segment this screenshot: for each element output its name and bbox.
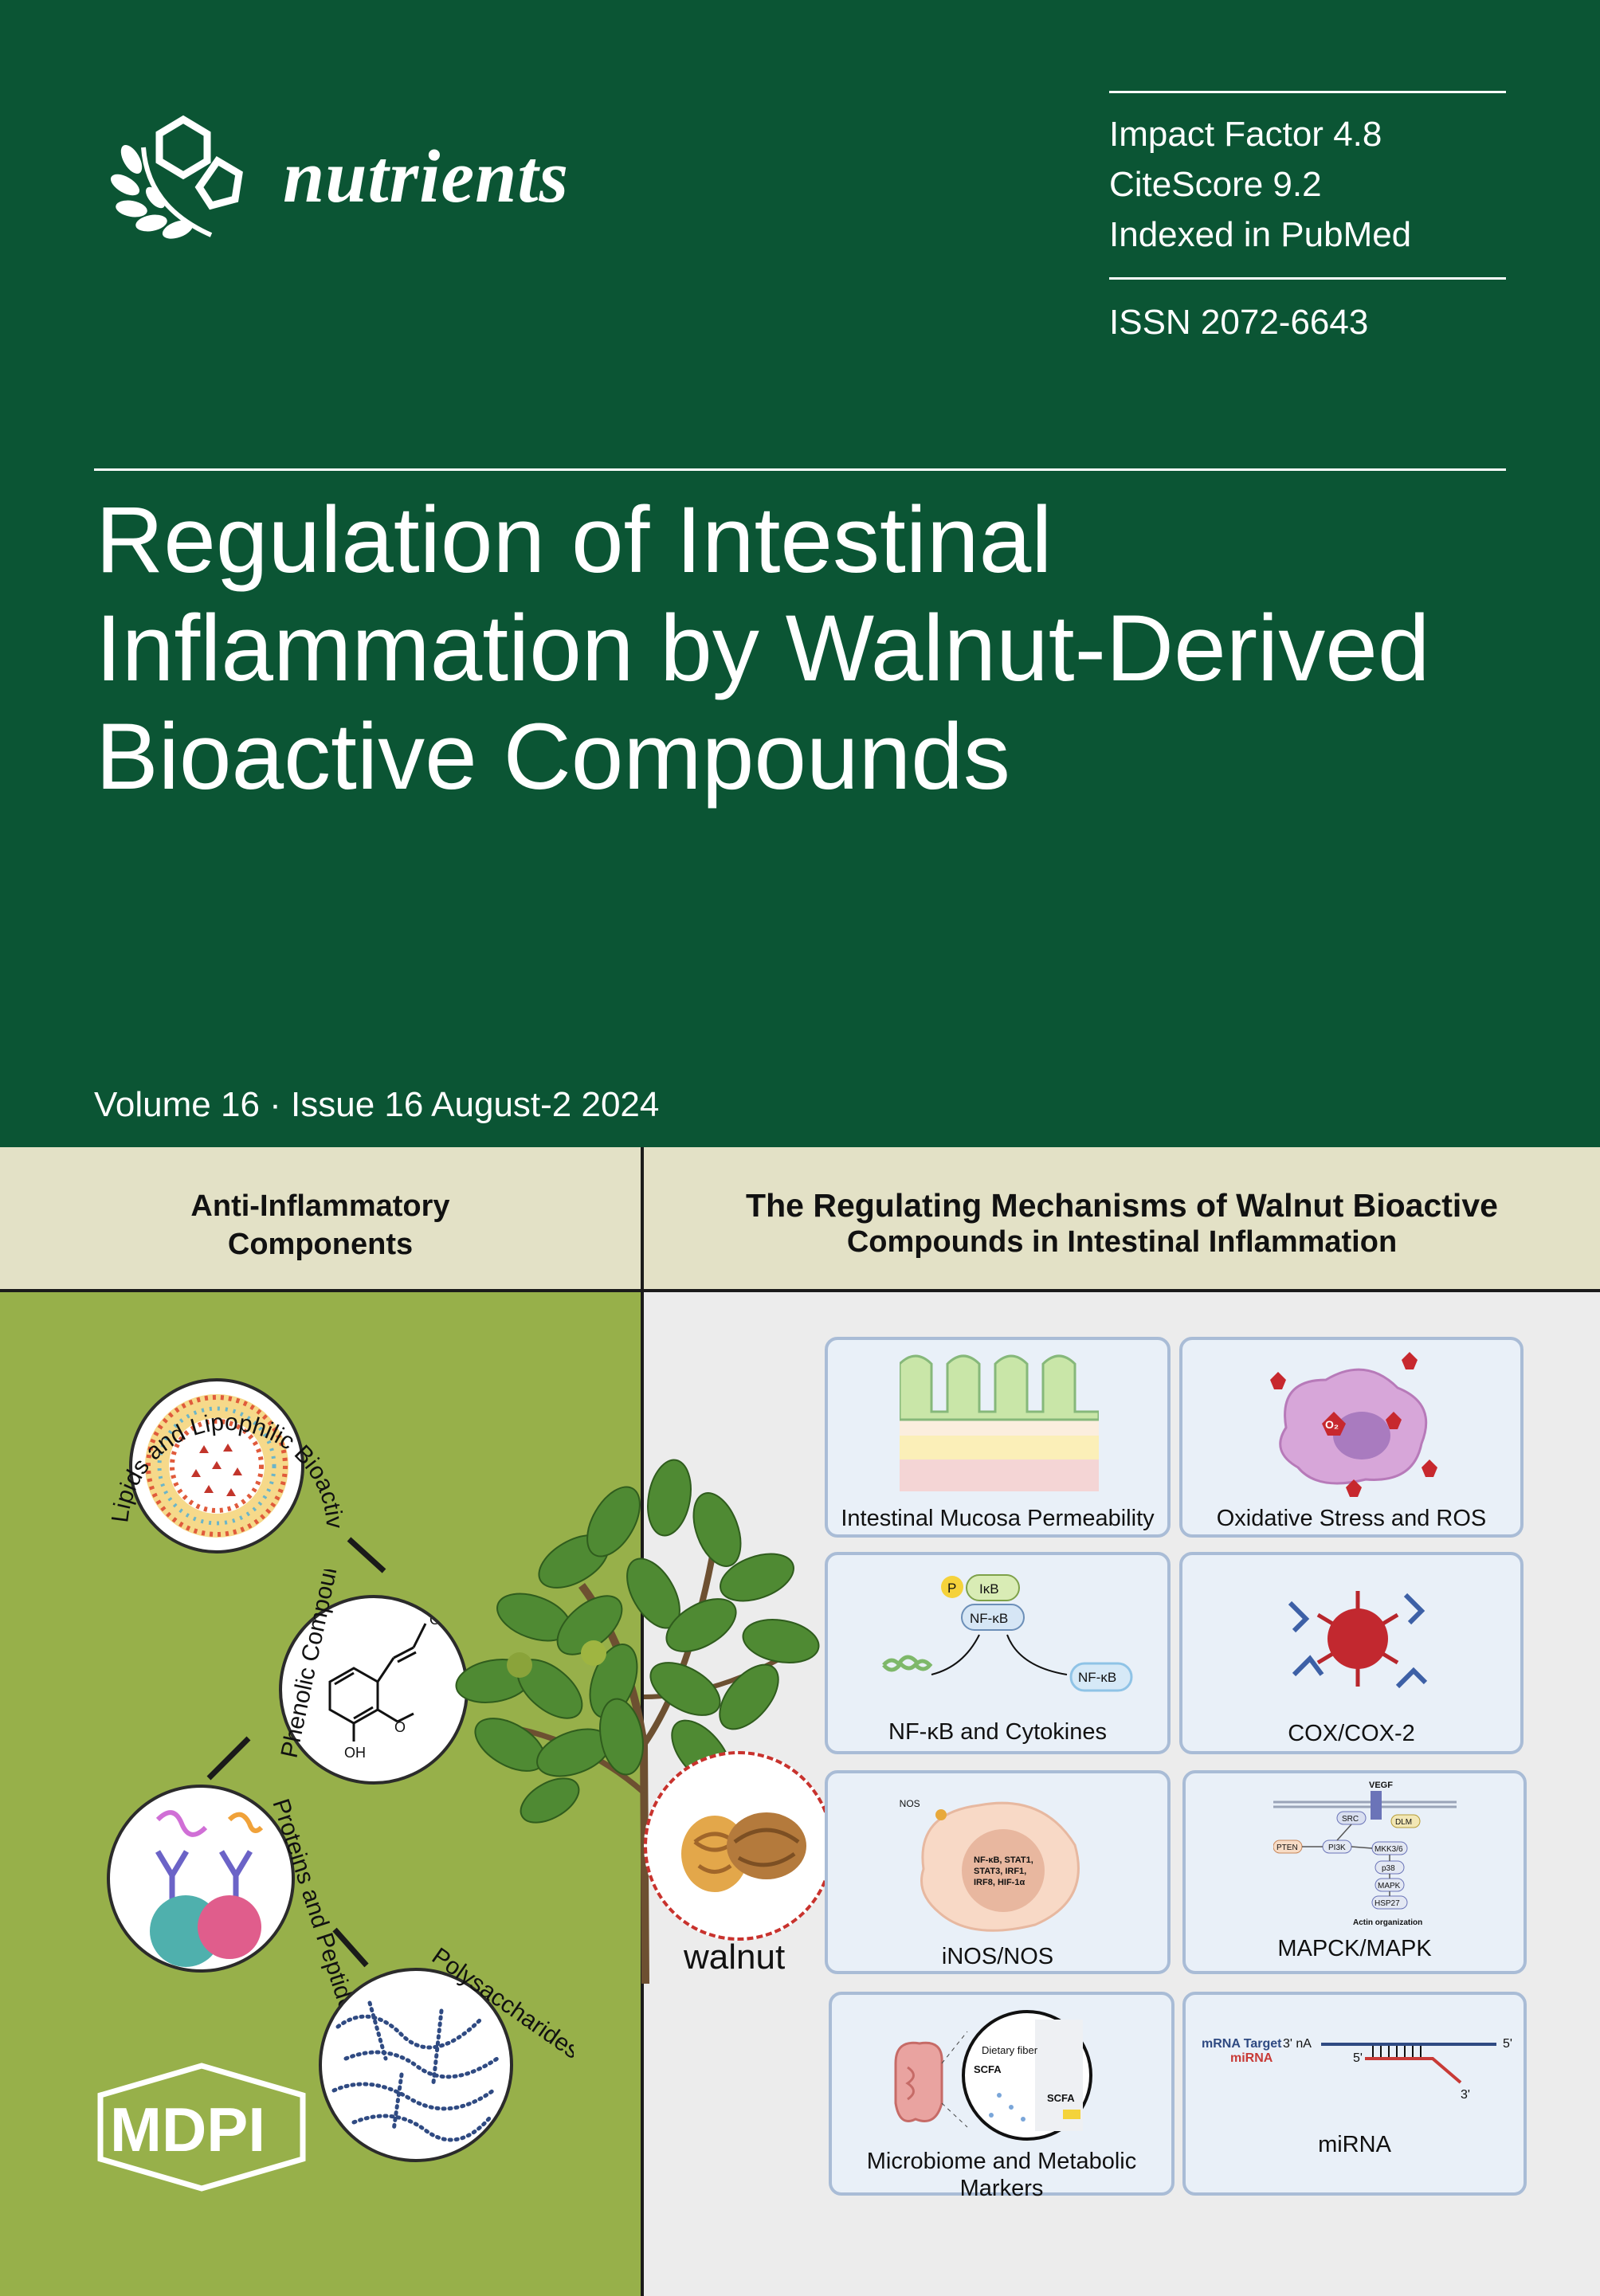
lipids-circle bbox=[129, 1378, 304, 1554]
dlm-label: DLM bbox=[1395, 1818, 1412, 1827]
vegf-label: VEGF bbox=[1369, 1781, 1393, 1790]
inos-cell-icon: iNOS NF-κB, STAT1, STAT3, IRF1, IRF8, HI… bbox=[900, 1798, 1080, 1932]
scfa-bottom-label: SCFA bbox=[1047, 2092, 1075, 2104]
oh-bottom-label: OH bbox=[344, 1745, 366, 1761]
band-bottom-rule bbox=[0, 1289, 1600, 1292]
nucleus-text-3: IRF8, HIF-1α bbox=[974, 1878, 1025, 1887]
polysaccharides-arc-label: Polysaccharides bbox=[427, 1943, 574, 2064]
mechanism-label: MAPCK/MAPK bbox=[1277, 1936, 1432, 1961]
nucleus-text-1: NF-κB, STAT1, bbox=[974, 1855, 1033, 1865]
mechanism-card-mapk: VEGF SRC DLM PTEN PI3K MKK3/6 p38 MAPK H… bbox=[1182, 1770, 1527, 1974]
polysaccharide-chain-icon bbox=[331, 2000, 500, 2142]
nfkb-pathway-icon: P IκB NF-κB NF-κB bbox=[882, 1574, 1133, 1692]
protein-antibody-icon bbox=[150, 1810, 264, 1967]
gut-microbiome-icon: Dietary fiber SCFA SCFA bbox=[894, 2010, 1092, 2141]
phenolic-circle: OH O OH bbox=[279, 1595, 469, 1785]
pi3k-label: PI3K bbox=[1328, 1843, 1346, 1852]
publisher-name: MDPI bbox=[110, 2094, 265, 2165]
proteins-arc-label: Proteins and Peptides bbox=[267, 1796, 364, 2026]
nfkb-right-label: NF-κB bbox=[1078, 1670, 1116, 1685]
proteins-circle bbox=[107, 1785, 295, 1973]
section-header-band bbox=[0, 1147, 1600, 1291]
mechanism-card-nfkb: P IκB NF-κB NF-κB NF-κB and Cytokines bbox=[825, 1552, 1171, 1754]
actin-label: Actin organization bbox=[1353, 1918, 1422, 1927]
inos-label: iNOS bbox=[900, 1798, 920, 1809]
journal-name: nutrients bbox=[283, 135, 570, 218]
article-title-line-3: Bioactive Compounds bbox=[96, 704, 1010, 809]
dietary-fiber-label: Dietary fiber bbox=[982, 2044, 1038, 2056]
phospho-label: P bbox=[947, 1581, 956, 1596]
mechanism-card-inos: iNOS NF-κB, STAT1, STAT3, IRF1, IRF8, HI… bbox=[825, 1770, 1171, 1974]
mechanism-label: NF-κB and Cytokines bbox=[888, 1719, 1107, 1745]
circle-connectors bbox=[206, 1537, 386, 1968]
hsp27-label: HSP27 bbox=[1375, 1899, 1400, 1908]
mrna-target-label: mRNA Target bbox=[1202, 2037, 1282, 2051]
mirna-binding-icon: mRNA Target 3' nA miRNA 5' 5' 3' bbox=[1202, 2037, 1512, 2102]
impact-factor: Impact Factor 4.8 bbox=[1109, 115, 1382, 154]
left-section-heading: Anti-Inflammatory Components bbox=[0, 1187, 641, 1264]
metrics-rule-top bbox=[1109, 91, 1506, 93]
walnut-kernel-icon bbox=[681, 1812, 806, 1892]
p38-label: p38 bbox=[1382, 1864, 1395, 1873]
mechanism-card-mirna: mRNA Target 3' nA miRNA 5' 5' 3' miRNA bbox=[1182, 1992, 1527, 2196]
mkk-label: MKK3/6 bbox=[1375, 1845, 1403, 1854]
scfa-top-label: SCFA bbox=[974, 2063, 1002, 2075]
left-heading-line-2: Components bbox=[227, 1228, 414, 1261]
mdpi-logo-icon bbox=[97, 2063, 306, 2192]
article-title-line-2: Inflammation by Walnut-Derived bbox=[96, 596, 1430, 701]
walnut-circle bbox=[644, 1751, 833, 1941]
mechanism-label: Intestinal Mucosa Permeability bbox=[841, 1506, 1155, 1531]
mechanism-card-cox: COX/COX-2 bbox=[1179, 1552, 1524, 1754]
left-heading-line-1: Anti-Inflammatory bbox=[190, 1189, 450, 1223]
lipids-label: Lipids and Lipophilic Bioactive Compound… bbox=[80, 1338, 347, 1530]
intestinal-villi-icon bbox=[900, 1354, 1099, 1491]
title-rule bbox=[94, 468, 1506, 471]
mechanism-label: Oxidative Stress and ROS bbox=[1216, 1506, 1487, 1531]
five-prime-top-label: 5' bbox=[1503, 2037, 1512, 2051]
ros-cell-icon: O₂ bbox=[1270, 1352, 1437, 1497]
nfkb-label: NF-κB bbox=[970, 1611, 1008, 1626]
ros-badge: O₂ bbox=[1325, 1418, 1339, 1431]
mechanism-card-microbiome: Dietary fiber SCFA SCFA Microbiome and M… bbox=[829, 1992, 1175, 2201]
mechanism-label: iNOS/NOS bbox=[941, 1944, 1054, 1969]
proteins-label: Proteins and Peptides bbox=[267, 1796, 364, 2026]
article-title: Regulation of Intestinal Inflammation by… bbox=[96, 486, 1530, 811]
mapk-pathway-icon: VEGF SRC DLM PTEN PI3K MKK3/6 p38 MAPK H… bbox=[1273, 1781, 1457, 1927]
walnut-tree-icon bbox=[455, 1459, 820, 1984]
issue-line: Volume 16 · Issue 16 August-2 2024 bbox=[94, 1085, 660, 1124]
citescore: CiteScore 9.2 bbox=[1109, 165, 1322, 204]
pten-label: PTEN bbox=[1276, 1843, 1298, 1852]
mechanism-card-mucosa: Intestinal Mucosa Permeability bbox=[825, 1337, 1171, 1538]
src-label: SRC bbox=[1342, 1815, 1359, 1824]
mapk-label: MAPK bbox=[1378, 1882, 1401, 1890]
right-heading-line-1: The Regulating Mechanisms of Walnut Bioa… bbox=[746, 1187, 1498, 1224]
ikb-label: IκB bbox=[979, 1581, 999, 1597]
polysaccharides-circle bbox=[319, 1968, 513, 2162]
five-prime-mid-label: 5' bbox=[1353, 2051, 1363, 2065]
phenolic-arc-label: Phenolic Compounds bbox=[276, 1569, 350, 1760]
svg-text:Lipids and Lipophilic Bioactiv: Lipids and Lipophilic Bioactive Compound… bbox=[80, 1338, 347, 1530]
lipids-arc-label: Lipids and Lipophilic Bioactive Compound… bbox=[80, 1338, 347, 1530]
issn: ISSN 2072-6643 bbox=[1109, 303, 1369, 342]
nucleus-text-2: STAT3, IRF1, bbox=[974, 1867, 1026, 1876]
mechanism-card-oxidative: O₂ Oxidative Stress and ROS bbox=[1179, 1337, 1524, 1538]
indexed-in: Indexed in PubMed bbox=[1109, 215, 1412, 254]
mechanism-label: Microbiome and Metabolic Markers bbox=[866, 2149, 1137, 2201]
phenolic-label: Phenolic Compounds bbox=[276, 1569, 350, 1760]
nutrients-logo-icon bbox=[110, 115, 243, 239]
article-title-line-1: Regulation of Intestinal bbox=[96, 488, 1053, 593]
three-prime-na-label: 3' nA bbox=[1283, 2037, 1312, 2051]
mirna-label: miRNA bbox=[1230, 2051, 1273, 2065]
walnut-label: walnut bbox=[684, 1937, 786, 1977]
liposome-icon bbox=[145, 1394, 288, 1538]
mechanism-label: miRNA bbox=[1318, 2132, 1391, 2157]
metrics-rule-bottom bbox=[1109, 277, 1506, 280]
right-heading-line-2: Compounds in Intestinal Inflammation bbox=[846, 1225, 1398, 1259]
cover-header bbox=[0, 0, 1600, 1147]
mechanism-label: COX/COX-2 bbox=[1288, 1721, 1415, 1746]
virus-antibody-icon bbox=[1288, 1591, 1428, 1689]
three-prime-bottom-label: 3' bbox=[1461, 2088, 1470, 2102]
methoxy-label: O bbox=[394, 1719, 406, 1735]
